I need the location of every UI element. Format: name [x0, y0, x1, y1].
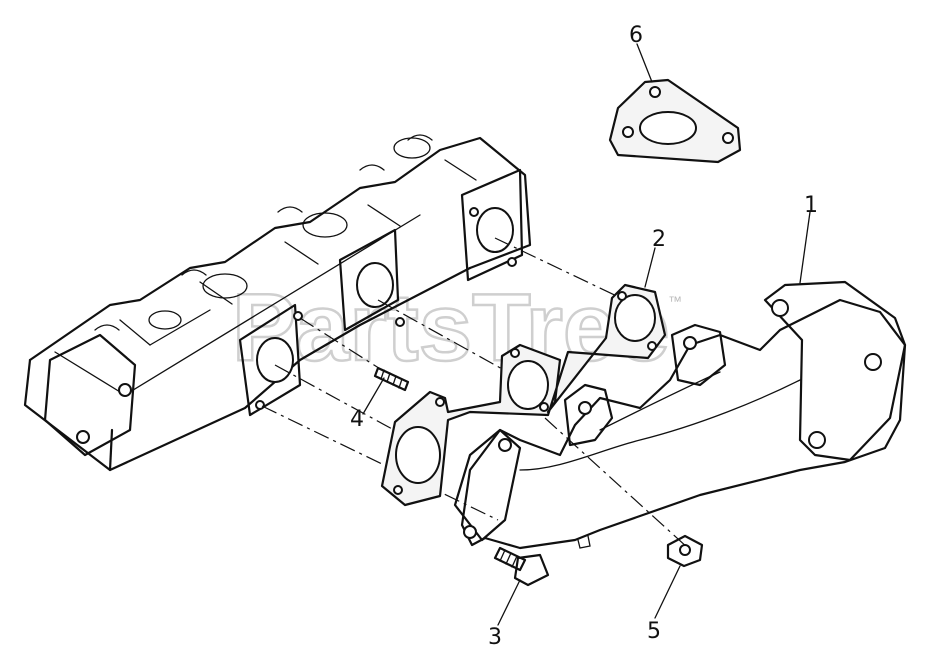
- leader-lines: [362, 43, 811, 626]
- stud: [373, 366, 410, 392]
- watermark-text: PartsTree: [232, 274, 670, 381]
- manifold-gasket: [380, 283, 667, 507]
- callout-labels: 1 2 3 4 5 6: [350, 23, 818, 650]
- callout-5: 5: [647, 619, 661, 644]
- flange-gasket: [608, 78, 742, 164]
- callout-1: 1: [804, 193, 818, 218]
- callout-6: 6: [629, 23, 643, 48]
- callout-4: 4: [350, 407, 364, 432]
- bolt: [493, 546, 550, 587]
- watermark-trademark: ™: [668, 293, 682, 309]
- nut: [666, 534, 704, 568]
- callout-3: 3: [488, 625, 502, 650]
- cylinder-head: [23, 134, 532, 472]
- exhaust-manifold: [453, 280, 907, 550]
- callout-2: 2: [652, 227, 666, 252]
